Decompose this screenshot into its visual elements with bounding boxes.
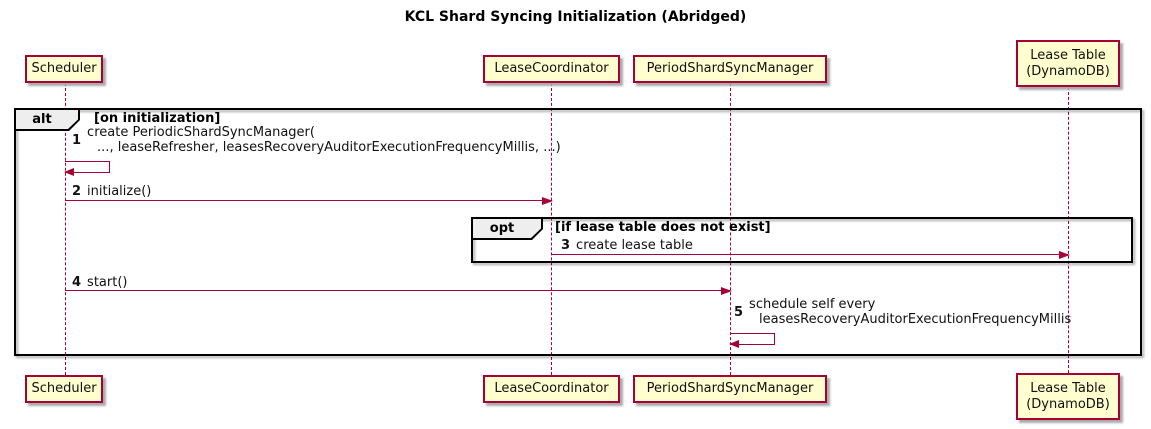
message-1-text-line1: create PeriodicShardSyncManager(	[87, 125, 315, 140]
participant-label: LeaseCoordinator	[494, 61, 609, 76]
message-4-arrow	[65, 287, 732, 295]
participant-label: LeaseCoordinator	[494, 381, 609, 396]
message-3-text: create lease table	[576, 238, 693, 253]
participant-lease-coordinator-bottom: LeaseCoordinator	[483, 375, 620, 403]
message-4-text: start()	[87, 275, 128, 290]
arrowhead-left-icon	[729, 340, 739, 348]
lifeline-lease-coordinator	[551, 83, 552, 375]
message-5-label: 5 schedule self every leasesRecoveryAudi…	[734, 297, 1071, 327]
participant-label-line2: (DynamoDB)	[1026, 63, 1110, 79]
participant-label-line1: Lease Table	[1030, 47, 1106, 63]
participant-label-line1: Lease Table	[1030, 380, 1106, 396]
message-1-label: 1 create PeriodicShardSyncManager( ..., …	[72, 125, 561, 155]
message-2-number: 2	[72, 184, 82, 199]
opt-frame-guard: [if lease table does not exist]	[555, 220, 771, 235]
participant-period-shard-sync-manager-top: PeriodShardSyncManager	[633, 55, 827, 83]
message-1-self-arrow	[64, 161, 110, 176]
message-5-text-line1: schedule self every	[749, 297, 876, 312]
lifeline-scheduler	[65, 83, 66, 375]
participant-lease-table-top: Lease Table (DynamoDB)	[1016, 40, 1120, 87]
diagram-title: KCL Shard Syncing Initialization (Abridg…	[404, 9, 747, 25]
lifeline-lease-table	[1068, 87, 1069, 373]
arrowhead-right-icon	[1059, 251, 1070, 259]
participant-label: PeriodShardSyncManager	[646, 381, 814, 396]
message-1-text-line2: ..., leaseRefresher, leasesRecoveryAudit…	[97, 140, 561, 155]
arrowhead-right-icon	[542, 197, 553, 205]
alt-frame-operator: alt	[14, 108, 80, 131]
message-5-number: 5	[734, 304, 744, 320]
participant-label: Scheduler	[31, 381, 97, 396]
opt-frame	[471, 217, 1133, 263]
message-3-number: 3	[561, 238, 571, 253]
message-5-text-line2: leasesRecoveryAuditorExecutionFrequencyM…	[759, 312, 1072, 327]
message-3-arrow	[551, 251, 1070, 259]
arrowhead-right-icon	[721, 287, 732, 295]
message-4-label: 4 start()	[72, 275, 127, 290]
message-5-self-arrow	[729, 333, 775, 348]
participant-label: Scheduler	[31, 61, 97, 76]
arrowhead-left-icon	[64, 168, 74, 176]
participant-period-shard-sync-manager-bottom: PeriodShardSyncManager	[633, 375, 827, 403]
alt-frame-guard: [on initialization]	[94, 111, 221, 126]
participant-scheduler-top: Scheduler	[25, 55, 103, 83]
lifeline-period-shard-sync-manager	[730, 83, 731, 375]
alt-frame	[14, 108, 1142, 356]
message-2-label: 2 initialize()	[72, 184, 151, 199]
message-1-number: 1	[72, 132, 82, 148]
participant-label: PeriodShardSyncManager	[646, 61, 814, 76]
message-3-label: 3 create lease table	[561, 238, 693, 253]
opt-operator-label: opt	[473, 219, 541, 238]
message-2-arrow	[65, 197, 553, 205]
message-2-text: initialize()	[87, 184, 152, 199]
participant-scheduler-bottom: Scheduler	[25, 375, 103, 403]
participant-lease-table-bottom: Lease Table (DynamoDB)	[1016, 373, 1120, 420]
participant-label-line2: (DynamoDB)	[1026, 396, 1110, 412]
message-4-number: 4	[72, 275, 82, 290]
opt-frame-operator: opt	[471, 217, 543, 240]
participant-lease-coordinator-top: LeaseCoordinator	[483, 55, 620, 83]
alt-operator-label: alt	[16, 110, 78, 129]
